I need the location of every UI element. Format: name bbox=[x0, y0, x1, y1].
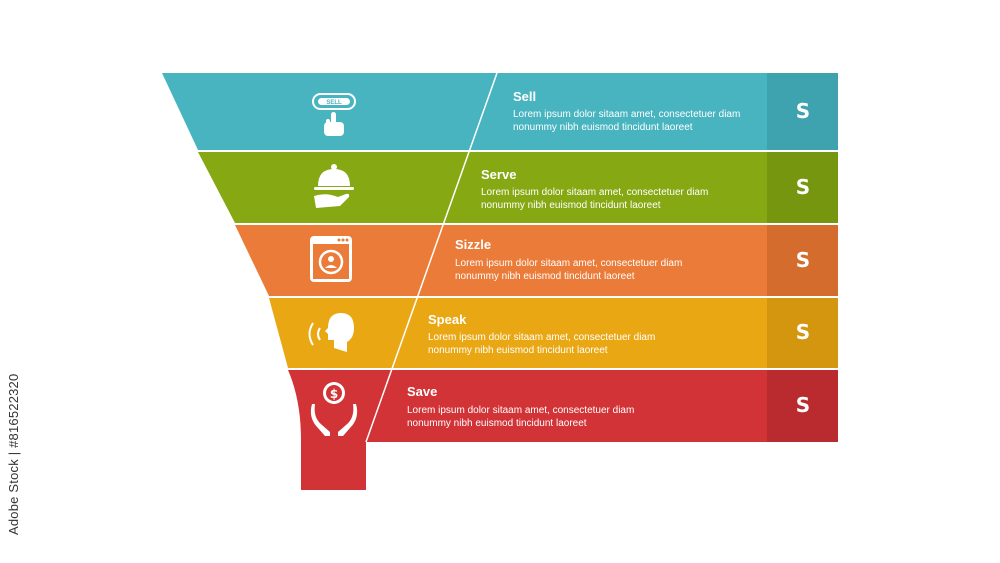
stage-save-description-line-1: Lorem ipsum dolor sitaam amet, consectet… bbox=[407, 405, 635, 416]
stage-serve-letter-band bbox=[767, 152, 838, 223]
stage-sizzle-letter-band bbox=[767, 225, 838, 296]
stage-serve-title: Serve bbox=[481, 167, 517, 182]
stage-serve-description-line-2: nonummy nibh euismod tincidunt laoreet bbox=[481, 200, 661, 211]
stage-speak-title: Speak bbox=[428, 312, 467, 327]
stage-serve-description: Lorem ipsum dolor sitaam amet, consectet… bbox=[481, 186, 781, 212]
stage-save-description: Lorem ipsum dolor sitaam amet, consectet… bbox=[407, 404, 707, 430]
stage-save-description-line-2: nonummy nibh euismod tincidunt laoreet bbox=[407, 418, 587, 429]
stage-sell-title: Sell bbox=[513, 89, 537, 104]
sell-button-label: SELL bbox=[326, 100, 342, 106]
stage-speak-letter-band bbox=[767, 298, 838, 368]
stage-save-title: Save bbox=[407, 384, 438, 399]
browser-user-refresh-icon bbox=[310, 236, 352, 282]
stage-sizzle-description-line-2: nonummy nibh euismod tincidunt laoreet bbox=[455, 271, 635, 282]
svg-text:$: $ bbox=[330, 387, 338, 401]
stage-sell-letter: S bbox=[795, 99, 811, 123]
stage-save-band bbox=[288, 370, 838, 490]
stage-speak-description-line-1: Lorem ipsum dolor sitaam amet, consectet… bbox=[428, 332, 656, 343]
stage-serve-letter: S bbox=[795, 175, 811, 199]
serving-cloche-hand-icon bbox=[314, 164, 354, 208]
stage-sizzle-description: Lorem ipsum dolor sitaam amet, consectet… bbox=[455, 257, 755, 283]
stage-speak-description: Lorem ipsum dolor sitaam amet, consectet… bbox=[428, 331, 728, 357]
stage-sizzle-description-line-1: Lorem ipsum dolor sitaam amet, consectet… bbox=[455, 258, 683, 269]
stage-sizzle-title: Sizzle bbox=[455, 237, 492, 252]
stage-serve-description-line-1: Lorem ipsum dolor sitaam amet, consectet… bbox=[481, 187, 709, 198]
stage-speak-description-line-2: nonummy nibh euismod tincidunt laoreet bbox=[428, 345, 608, 356]
stage-sizzle-band bbox=[235, 225, 838, 296]
stage-sell-description-line-1: Lorem ipsum dolor sitaam amet, consectet… bbox=[513, 109, 741, 120]
stage-sell-description-line-2: nonummy nibh euismod tincidunt laoreet bbox=[513, 122, 693, 133]
stage-sizzle-letter: S bbox=[795, 248, 811, 272]
stage-save-letter-band bbox=[767, 370, 838, 442]
speaking-head-icon bbox=[308, 313, 354, 352]
stock-watermark: Adobe Stock | #816522320 bbox=[6, 373, 21, 535]
sell-button-hand-icon: SELL bbox=[312, 93, 356, 136]
stage-serve-band bbox=[198, 152, 838, 223]
stage-speak-letter: S bbox=[795, 320, 811, 344]
stage-sell-description: Lorem ipsum dolor sitaam amet, consectet… bbox=[513, 108, 813, 134]
funnel-divider-line bbox=[365, 72, 498, 443]
hands-dollar-coin-icon: $ bbox=[310, 382, 358, 436]
stage-sell-letter-band bbox=[767, 73, 838, 150]
stage-save-letter: S bbox=[795, 393, 811, 417]
